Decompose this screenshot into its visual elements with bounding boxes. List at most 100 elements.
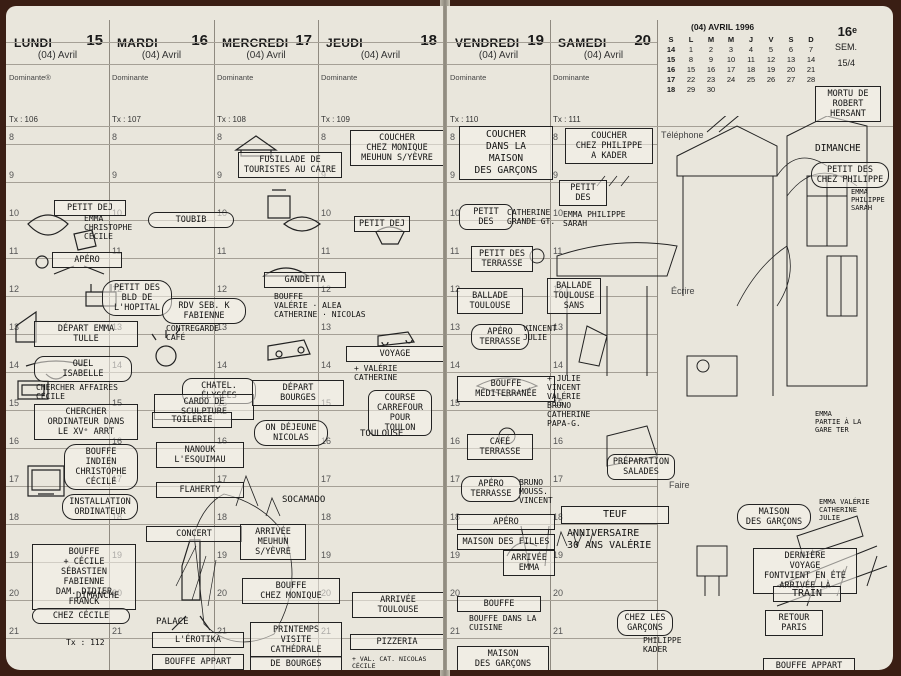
- hour-label: 21: [553, 626, 564, 636]
- calendar-day: 6: [788, 44, 794, 54]
- header-rule: [447, 64, 657, 65]
- calendar-day: 16: [706, 64, 716, 74]
- note-rdv-seb: RDV SEB. K FABIENNE: [162, 298, 246, 324]
- note-toilerie: TOILERIE: [152, 412, 232, 428]
- note-train: TRAIN: [773, 586, 841, 602]
- hour-label: 16: [9, 436, 20, 446]
- hour-label: 12: [9, 284, 20, 294]
- note-flaherty: FLAHERTY: [156, 482, 244, 498]
- calendar-day: 4: [748, 44, 754, 54]
- note-pizzeria-detail: + VAL. CAT. NICOLAS CÉCILE FRANCK · FRED…: [352, 655, 442, 671]
- hour-label: 20: [217, 588, 228, 598]
- hour-label: 11: [553, 246, 563, 256]
- day-name: JEUDI: [326, 36, 363, 50]
- hour-label: 8: [553, 132, 559, 142]
- note-toubib: TOUBIB: [148, 212, 234, 228]
- calendar-week-number: 15: [666, 54, 676, 64]
- tx-label: Tx : 106: [9, 115, 38, 124]
- day-month: (04) Avril: [583, 50, 624, 61]
- calendar-day: 27: [786, 74, 796, 84]
- hour-label: 20: [9, 588, 20, 598]
- calendar-title: (04) AVRIL 1996: [691, 22, 755, 32]
- hour-label: 10: [553, 208, 564, 218]
- calendar-day: 15: [686, 64, 696, 74]
- note-arrivee-meuhun: ARRIVÉE MEUHUN S/YÈVRE: [240, 524, 306, 560]
- day-number: 15: [86, 32, 103, 49]
- hour-rule: [6, 182, 443, 183]
- hour-label: 10: [450, 208, 461, 218]
- calendar-day: [781, 84, 801, 94]
- hour-rule: [447, 638, 657, 639]
- tx-label: Tx : 107: [112, 115, 141, 124]
- hour-label: 19: [553, 550, 564, 560]
- hour-label: 14: [321, 360, 332, 370]
- hour-rule: [447, 486, 657, 487]
- hour-rule: [6, 144, 443, 145]
- note-maison-garcons: MAISON DES GARÇONS: [457, 646, 549, 670]
- calendar-day: 2: [708, 44, 714, 54]
- hour-label: 15: [9, 398, 20, 408]
- hour-label: 8: [217, 132, 223, 142]
- note-bouffe-v-detail: BOUFFE DANS LA CUISINE: [469, 614, 537, 632]
- header-rule: [447, 42, 657, 43]
- dominante-label: Dominante: [321, 73, 358, 82]
- hour-label: 11: [9, 246, 19, 256]
- calendar-day: 17: [726, 64, 736, 74]
- hour-label: 14: [450, 360, 461, 370]
- note-bouffe-merc: BOUFFE VALÉRIE · ALEA CATHERINE · NICOLA…: [274, 292, 366, 319]
- calendar-day: 30: [706, 84, 716, 94]
- note-bouffe-monique: BOUFFE CHEZ MONIQUE: [242, 578, 340, 604]
- note-anniversaire: ANNIVERSAIRE 30 ANS VALÉRIE: [567, 528, 652, 551]
- calendar-day: 12: [766, 54, 776, 64]
- note-philippe-kader: PHILIPPE KADER: [643, 636, 682, 654]
- calendar-day: 14: [806, 54, 816, 64]
- hour-label: 14: [217, 360, 228, 370]
- note-on-dejeune: ON DÉJEUNE NICOLAS: [254, 420, 328, 446]
- calendar-day: 1: [688, 44, 694, 54]
- hour-label: 18: [321, 512, 332, 522]
- hour-label: 11: [321, 246, 331, 256]
- calendar-day: 23: [706, 74, 716, 84]
- week-date: 15/4: [837, 58, 855, 68]
- faire-label: Faire: [669, 480, 690, 490]
- hour-label: 13: [321, 322, 332, 332]
- note-maison-filles: MAISON DES FILLES: [457, 534, 555, 550]
- calendar-day: [761, 84, 781, 94]
- note-teuf: TEUF: [561, 506, 669, 524]
- hour-rule: [6, 296, 443, 297]
- note-maison-garcons-dim: MAISON DES GARÇONS: [737, 504, 811, 530]
- header-rule: [6, 42, 443, 43]
- hour-rule: [447, 182, 657, 183]
- calendar-weekday: M: [707, 34, 715, 44]
- landscape-sketch: [193, 493, 293, 643]
- note-nanook: NANOUK L'ESQUIMAU: [156, 442, 244, 468]
- note-bouffe-appart-dim: BOUFFE APPART: [763, 658, 855, 670]
- calendar-weekday: S: [788, 34, 794, 44]
- telephone-label: Téléphone: [661, 130, 704, 140]
- hour-label: 16: [450, 436, 461, 446]
- hour-label: 15: [553, 398, 564, 408]
- note-de-bourges: DE BOURGES: [250, 656, 342, 670]
- week-number: 16ᵉ: [837, 24, 857, 39]
- note-petit-dej-jeudi: PETIT DEJ: [354, 216, 410, 232]
- calendar-day: 26: [766, 74, 776, 84]
- hour-label: 16: [112, 436, 123, 446]
- calendar-weekday: D: [808, 34, 814, 44]
- guitar-player-sketch: [696, 545, 728, 596]
- hour-label: 11: [217, 246, 227, 256]
- calendar-weekday: V: [768, 34, 774, 44]
- tx-label: Tx : 110: [450, 115, 479, 124]
- note-bouffe-v: BOUFFE: [457, 596, 541, 612]
- calendar-week-number: 17: [666, 74, 676, 84]
- note-toulouse: TOULOUSE: [360, 429, 404, 439]
- day-number: 16: [191, 32, 208, 49]
- note-rdv-cafe: CONTREGARDE CAFÉ: [166, 324, 219, 342]
- hour-label: 13: [553, 322, 564, 332]
- hour-label: 13: [217, 322, 228, 332]
- hour-label: 20: [553, 588, 564, 598]
- note-coucher-philippe: COUCHER CHEZ PHILIPPE A KADER: [565, 128, 653, 164]
- calendar-day: 10: [726, 54, 736, 64]
- hour-rule: [6, 258, 443, 259]
- hour-label: 11: [450, 246, 460, 256]
- hour-label: 17: [450, 474, 461, 484]
